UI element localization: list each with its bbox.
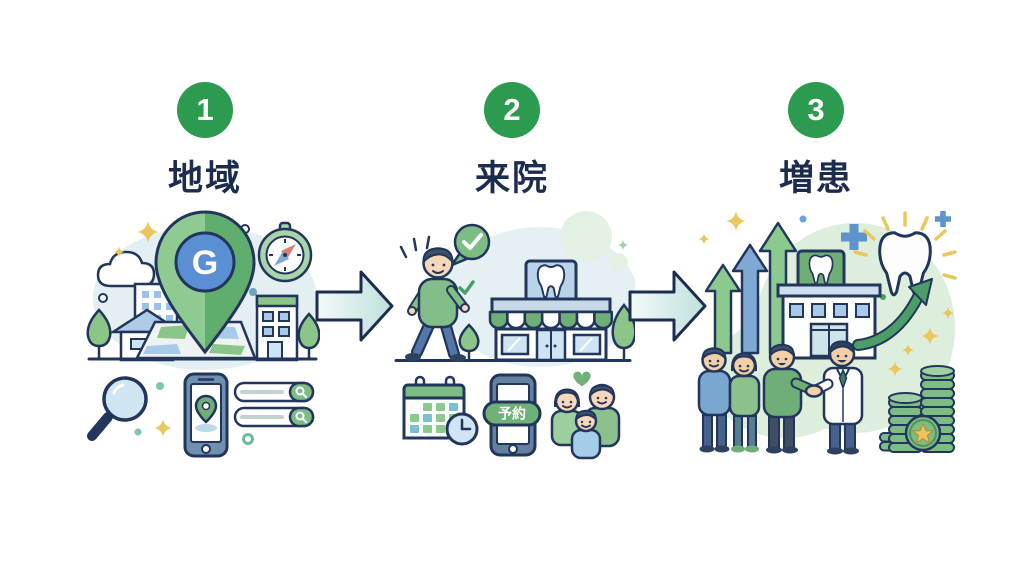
panel-local-area-illustration: G — [86, 210, 320, 458]
step-1-number-badge: 1 — [177, 82, 233, 138]
check-icon — [458, 280, 475, 295]
sparkle-icon — [698, 233, 710, 245]
background-blob — [560, 211, 612, 263]
handshake-icon — [804, 384, 824, 398]
coin-stacks-icon — [879, 365, 955, 453]
flow-arrow-1 — [315, 270, 394, 342]
dentist-figure — [810, 340, 864, 455]
google-g-letter: G — [192, 244, 218, 282]
dot — [799, 215, 807, 223]
step-2-number: 2 — [503, 92, 521, 127]
sparkle-icon — [618, 240, 628, 250]
dot — [249, 288, 257, 296]
sparkle-icon — [726, 211, 746, 231]
plus-icon — [934, 210, 952, 228]
heart-icon — [573, 371, 591, 387]
panel-clinic-visit-illustration: 予約 — [394, 211, 635, 460]
step-2-header: 2 来院 — [422, 82, 602, 201]
search-bar-icon — [233, 381, 315, 403]
booking-button — [482, 400, 542, 427]
magnifier-icon — [87, 376, 148, 441]
smartphone-map-pin-icon — [183, 372, 229, 458]
star-coin-icon — [904, 414, 942, 452]
panel-growth-illustration — [697, 210, 957, 455]
search-bar-icon — [233, 406, 315, 428]
sparkle-icon — [154, 419, 172, 437]
patient-figure-blue — [697, 347, 732, 453]
step-1-number: 1 — [196, 92, 214, 127]
background-blob — [608, 253, 628, 273]
dental-clinic-storefront — [488, 259, 614, 362]
step-2-number-badge: 2 — [484, 82, 540, 138]
step-3-number: 3 — [807, 92, 825, 127]
ring-dot — [242, 433, 254, 445]
office-building-icon — [255, 294, 299, 362]
dot — [134, 428, 142, 436]
calendar-clock-icon — [402, 375, 479, 446]
google-map-pin-icon: G — [154, 210, 256, 355]
cloud-icon — [96, 250, 156, 288]
check-speech-bubble-icon — [450, 223, 491, 267]
step-1-header: 1 地域 — [115, 82, 295, 201]
patient-figure-woman — [728, 352, 761, 453]
family-icon — [550, 371, 621, 460]
booking-button-label: 予約 — [498, 406, 526, 422]
walking-patient-figure — [405, 247, 470, 362]
flow-arrow-2 — [628, 270, 707, 342]
shining-tooth-icon — [853, 211, 957, 297]
compass-icon — [257, 221, 313, 283]
dot — [156, 382, 164, 390]
growth-curve-arrow — [852, 278, 933, 351]
step-3-label: 増患 — [778, 159, 853, 198]
step-3-number-badge: 3 — [788, 82, 844, 138]
dot — [98, 293, 108, 303]
step-1-label: 地域 — [167, 159, 242, 198]
smartphone-booking-icon: 予約 — [482, 373, 542, 457]
google-g-badge — [174, 231, 236, 293]
step-2-label: 来院 — [474, 159, 549, 198]
motion-lines — [399, 235, 431, 259]
step-3-header: 3 増患 — [726, 82, 906, 201]
awning — [488, 310, 614, 330]
